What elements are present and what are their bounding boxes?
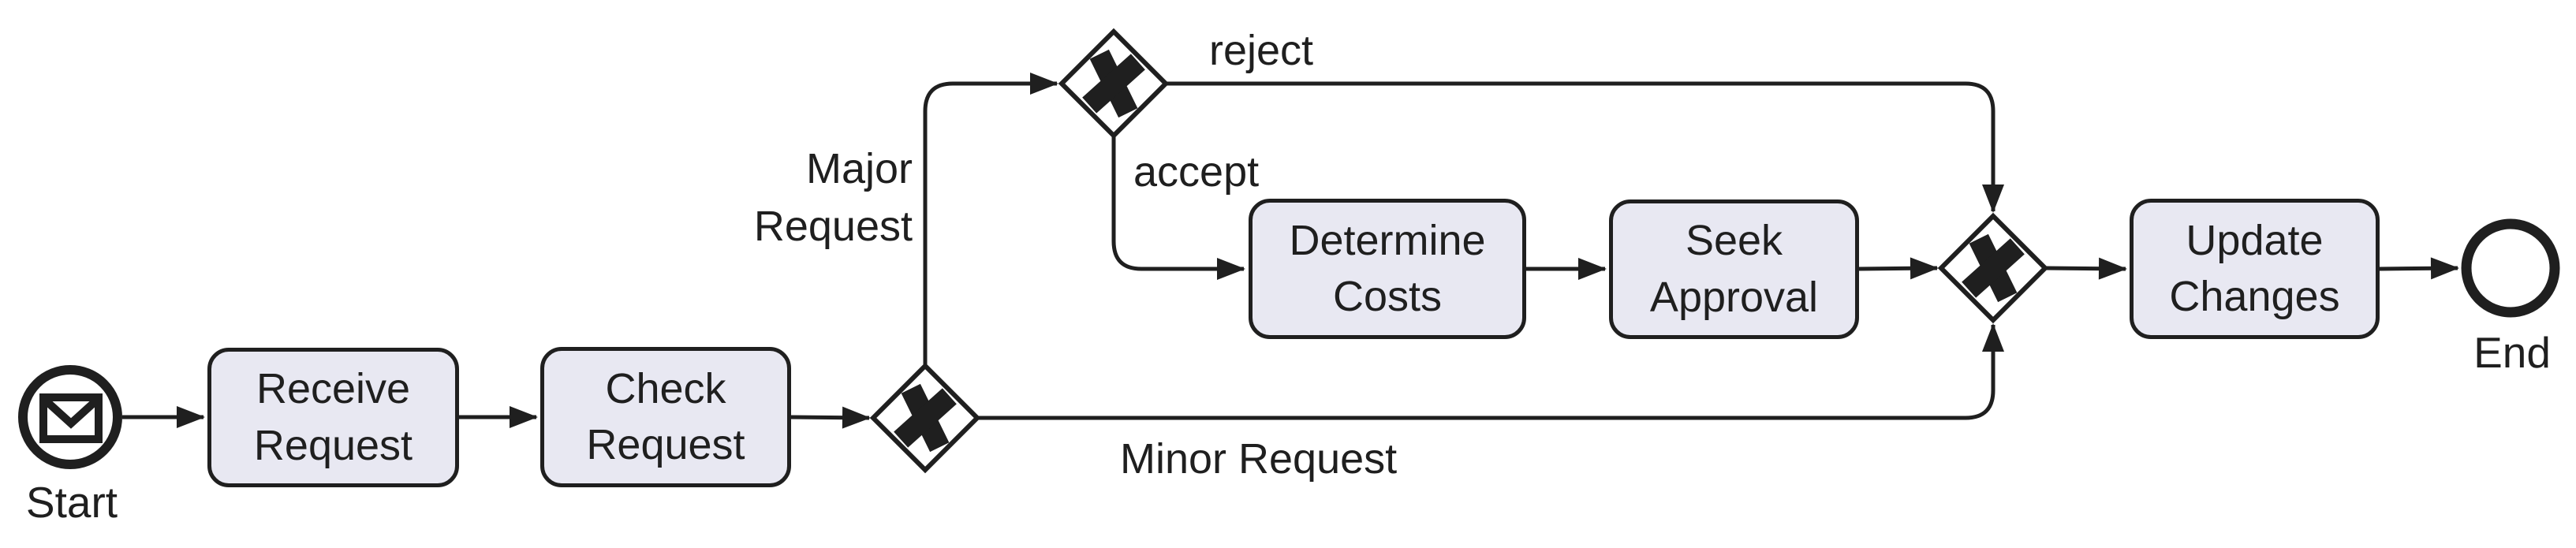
flow-check-to-split-gateway: [790, 406, 871, 429]
flow-minor-request: [977, 323, 2004, 420]
xor-gateway-merge: [1937, 212, 2049, 324]
flow-update-to-end: [2379, 257, 2459, 280]
flow-label-reject: reject: [1209, 27, 1314, 74]
task-label: Determine Costs: [1289, 216, 1486, 320]
end-event-label: End: [2473, 328, 2551, 377]
xor-gateway-request-type: [869, 362, 981, 474]
flow-seek-to-merge: [1858, 257, 1939, 280]
flow-accept: [1111, 136, 1245, 280]
xor-x-icon: [1962, 233, 2025, 303]
xor-x-icon: [1082, 49, 1145, 118]
task-determine-costs: Determine Costs: [1249, 199, 1526, 339]
start-event-label: Start: [25, 478, 118, 527]
task-receive-request: Receive Request: [207, 348, 459, 487]
flow-label-minor-request: Minor Request: [1120, 435, 1398, 483]
flow-label-major-request: Major Request: [753, 145, 913, 250]
xor-x-icon: [894, 383, 957, 453]
flow-merge-to-update: [2044, 257, 2127, 280]
envelope-message-icon: [39, 393, 103, 443]
task-seek-approval: Seek Approval: [1609, 199, 1859, 339]
start-event: [18, 365, 122, 469]
task-check-request: Check Request: [540, 347, 791, 487]
task-label: Update Changes: [2169, 216, 2340, 320]
flow-label-accept: accept: [1133, 148, 1260, 196]
flow-major-request: [923, 73, 1058, 364]
task-label: Seek Approval: [1649, 217, 1819, 321]
xor-gateway-accept-reject: [1058, 28, 1170, 140]
task-label: Receive Request: [253, 365, 413, 469]
task-update-changes: Update Changes: [2130, 199, 2380, 339]
flow-reject: [1166, 81, 2004, 213]
end-event: [2461, 218, 2560, 318]
task-label: Check Request: [586, 364, 745, 468]
